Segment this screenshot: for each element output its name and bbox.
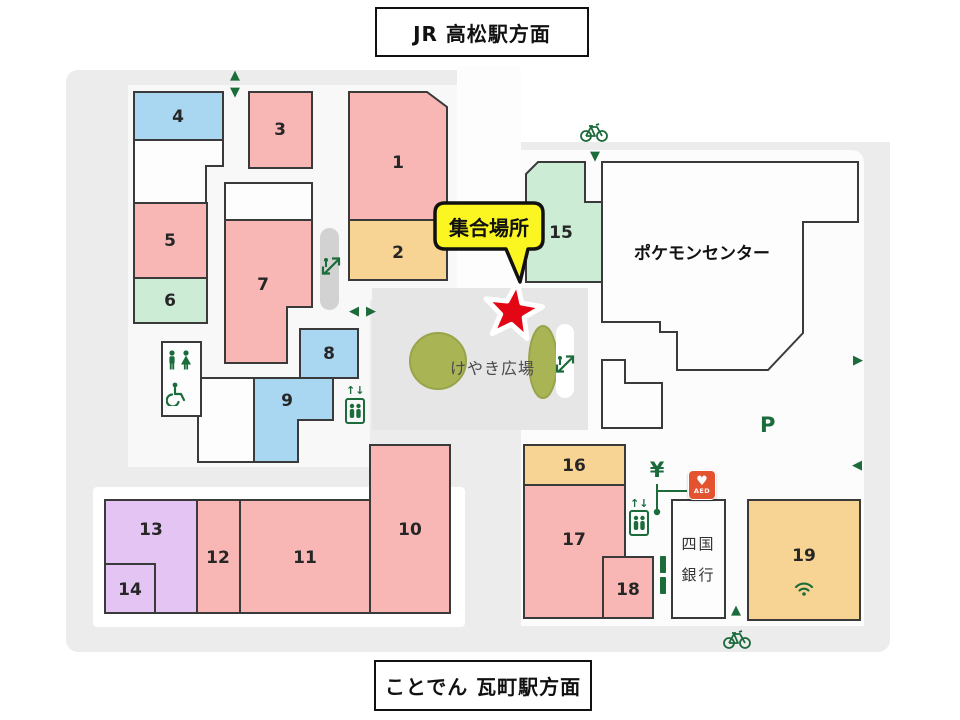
building-11-number: 11 [293,548,317,568]
direction-arrow-right: ▶ [853,352,863,368]
direction-arrow-down: ▼ [590,148,600,164]
elevator-east-arrows: ↑↓ [630,497,649,510]
direction-arrow-down: ▼ [230,84,240,100]
building-19-number: 19 [792,546,816,566]
direction-arrow-right: ▶ [366,303,376,319]
sign-jr-takamatsu-label: JR 高松駅方面 [413,21,551,46]
building-12 [196,499,241,614]
elevator-west-arrows: ↑↓ [346,384,365,397]
shikoku-bank-label: 四国 銀行 [672,500,725,618]
building-17-number: 17 [562,530,586,550]
building-10 [369,444,451,614]
direction-arrow-left: ◀ [349,303,359,319]
bicycle-parking-north-icon [579,121,609,143]
restroom-icon [166,350,196,370]
bank-line1: 四国 [681,535,716,553]
building-18 [602,556,654,619]
elevator-west-people [349,403,361,418]
building-7-cap [224,182,313,221]
building-9 [253,377,334,463]
building-12-number: 12 [206,548,230,568]
building-10-number: 10 [398,520,422,540]
building-5-number: 5 [164,231,176,251]
building-14 [104,563,156,614]
bank-line2: 銀行 [681,566,716,584]
direction-arrow-up: ▲ [731,602,741,618]
building-15 [525,161,604,283]
bicycle-parking-south-icon [722,628,752,650]
wheelchair-icon [166,382,188,406]
escalator-west-icon [317,252,345,280]
building-15-number: 15 [549,223,573,243]
crossing-dash-1 [660,556,666,573]
building-6-number: 6 [164,291,176,311]
building-5 [133,202,208,279]
building-9-number: 9 [281,391,293,411]
building-16 [523,444,626,486]
aed-heart-glyph: ♥ [696,473,708,489]
building-3 [248,91,313,169]
meeting-star [483,279,545,341]
sign-kotoden-kawaramachi-label: ことでん 瓦町駅方面 [384,675,582,699]
building-7-number: 7 [257,275,269,295]
escalator-plaza-icon [551,350,579,378]
building-pokemon-center [601,161,859,371]
building-bank [671,499,726,619]
parking-icon: P [760,413,776,437]
building-1-number: 1 [392,153,404,173]
meeting-callout-bubble [433,201,545,284]
crossing-dash-2 [660,577,666,594]
elevator-west-icon [345,398,365,424]
direction-arrow-left: ◀ [852,457,862,473]
elevator-east-people [633,515,645,530]
elevator-east-icon [629,510,649,536]
aed-text: AED [693,486,711,495]
building-18-number: 18 [616,580,640,600]
aed-icon: ♥ AED [688,470,716,500]
building-2 [348,219,448,281]
building-4-number: 4 [172,107,184,127]
building-8 [299,328,359,379]
building-13-number: 13 [139,520,163,540]
building-8-number: 8 [323,344,335,364]
top-right-cutout [520,62,896,142]
pokemon-center-label: ポケモンセンター [634,244,770,264]
building-3-number: 3 [274,120,286,140]
wifi-icon [793,580,815,597]
sign-jr-takamatsu: JR 高松駅方面 [375,7,589,57]
building-6 [133,277,208,324]
sign-kotoden-kawaramachi: ことでん 瓦町駅方面 [374,660,592,711]
building-small-l-building [601,359,663,429]
building-9-annex [197,377,255,463]
atm-yen-icon: ¥ [649,458,665,482]
tree-large [409,332,467,390]
keyaki-plaza-label: けやき広場 [450,359,536,378]
atm-aed-leader [653,484,687,516]
north-walkway [457,66,521,312]
building-19 [747,499,861,621]
building-16-number: 16 [562,456,586,476]
building-1 [348,91,448,221]
building-2-number: 2 [392,243,404,263]
meeting-point-label: 集合場所 [449,215,529,240]
building-14-number: 14 [118,580,142,600]
escalator-pill-plaza [556,324,574,398]
direction-arrow-up: ▲ [230,67,240,83]
